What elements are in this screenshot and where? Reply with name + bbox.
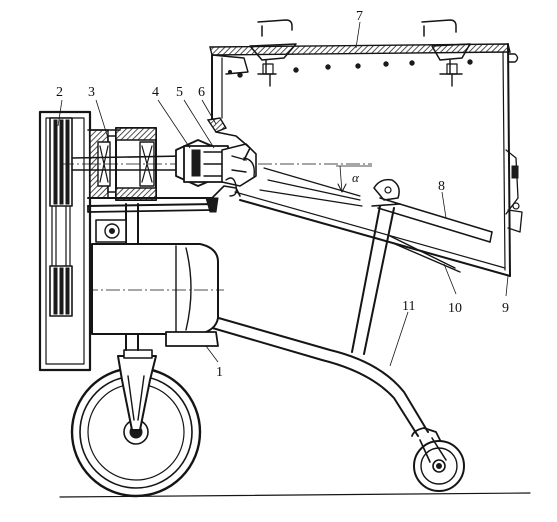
label-10: 10	[448, 301, 462, 316]
label-8: 8	[438, 179, 445, 194]
label-1: 1	[216, 365, 223, 380]
belt-drive	[38, 110, 92, 372]
label-9: 9	[502, 301, 509, 316]
label-5: 5	[176, 85, 183, 100]
main-wheel	[70, 349, 202, 498]
upper-pulley	[49, 117, 73, 207]
callouts: 2 3 4 5 6 7 8 9 10 11 1	[56, 9, 509, 380]
bearing-base	[87, 205, 213, 213]
lower-pulley	[49, 265, 73, 317]
label-2: 2	[56, 85, 63, 100]
label-7: 7	[356, 9, 363, 24]
label-3: 3	[88, 85, 95, 100]
label-11: 11	[402, 299, 415, 314]
frame	[141, 178, 461, 437]
lid-handle-left	[249, 19, 297, 87]
caster-wheel	[411, 427, 465, 492]
seal-flange	[205, 117, 255, 213]
angle-mark: α	[336, 165, 372, 193]
hopper-rivets	[227, 59, 473, 78]
label-4: 4	[152, 85, 159, 100]
label-6: 6	[198, 85, 205, 100]
motor	[40, 219, 224, 347]
universal-coupling	[175, 139, 257, 187]
angle-label: α	[352, 170, 360, 185]
lid-handle-right	[421, 19, 471, 87]
